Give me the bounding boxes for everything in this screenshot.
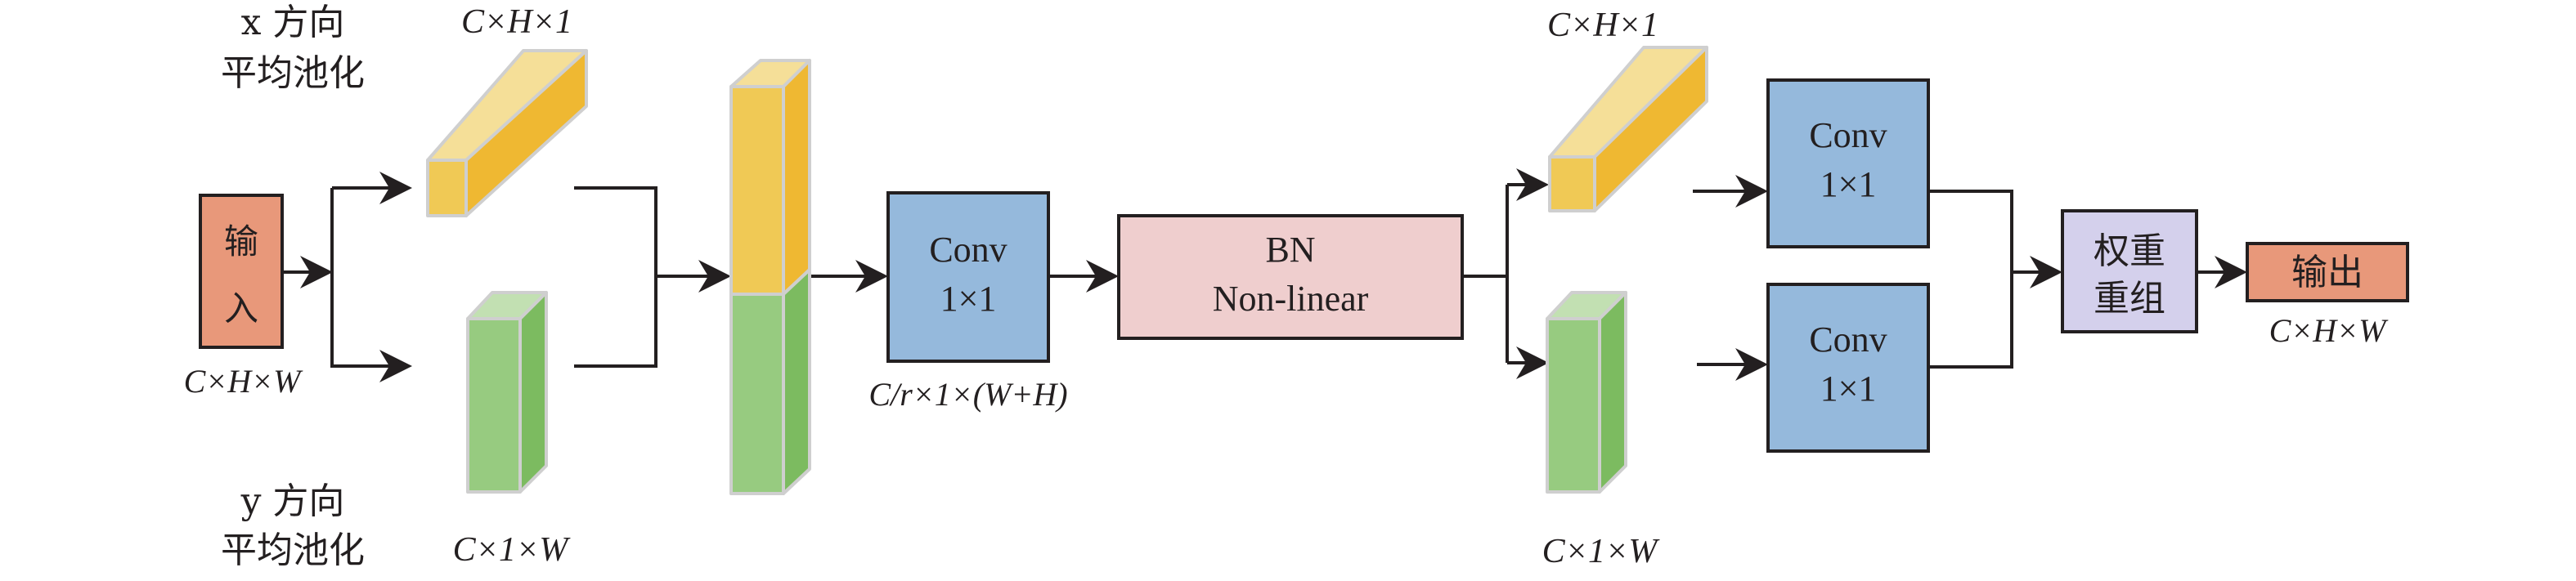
merge-line — [574, 186, 657, 368]
split-bottom-tensor — [1546, 291, 1627, 494]
reweight-box — [2061, 209, 2198, 333]
ypool-label-1: y 方向 — [240, 480, 345, 522]
conv1-block: Conv 1×1 C/r×1×(W+H) — [868, 191, 1068, 413]
input-shape: C×H×W — [184, 363, 304, 400]
conv-bottom-label-1: Conv — [1809, 320, 1887, 360]
split-bottom-front — [1546, 317, 1601, 494]
conv-top-box — [1766, 78, 1930, 248]
concat-side-yellow — [782, 59, 811, 296]
bn-box — [1117, 214, 1464, 340]
conv1-label-1: Conv — [929, 230, 1007, 270]
ypool-front — [466, 317, 522, 494]
merge-line-2 — [1928, 190, 2013, 369]
concat-side-green — [782, 268, 811, 495]
bn-label-1: BN — [1265, 230, 1315, 270]
ypool-label-2: 平均池化 — [221, 530, 365, 571]
conv-top-label-2: 1×1 — [1820, 164, 1877, 204]
output-label: 输出 — [2291, 252, 2363, 293]
input-block: 输 入 C×H×W — [184, 194, 304, 400]
concat-front-green — [729, 293, 785, 495]
split-top-front — [1548, 155, 1596, 212]
input-label-1: 输 — [224, 221, 258, 261]
conv-top-label-1: Conv — [1809, 115, 1887, 155]
bn-block: BN Non-linear — [1117, 214, 1464, 340]
concat-front-yellow — [729, 85, 785, 296]
split-top-tensor — [1548, 46, 1708, 212]
ypool-tensor — [466, 291, 548, 494]
conv1-box — [886, 191, 1050, 363]
conv-bottom-label-2: 1×1 — [1820, 369, 1877, 409]
output-block: 输出 C×H×W — [2246, 242, 2409, 349]
split-top-shape: C×H×1 — [1547, 7, 1658, 44]
split-bottom-side — [1598, 291, 1627, 494]
reweight-block: 权重 重组 — [2061, 209, 2198, 333]
conv1-shape: C/r×1×(W+H) — [868, 376, 1067, 413]
concat-tensor — [729, 59, 811, 495]
conv-bottom-box — [1766, 283, 1930, 453]
ypool-side — [518, 291, 548, 494]
output-shape: C×H×W — [2269, 312, 2390, 349]
conv-top-block: Conv 1×1 — [1766, 78, 1930, 248]
ypool-shape: C×1×W — [453, 531, 572, 569]
reweight-label-1: 权重 — [2094, 230, 2165, 272]
xpool-front — [426, 159, 468, 217]
xpool-label-2: 平均池化 — [221, 52, 365, 94]
reweight-label-2: 重组 — [2094, 278, 2165, 320]
bn-label-2: Non-linear — [1213, 279, 1369, 319]
xpool-shape: C×H×1 — [461, 3, 572, 41]
xpool-tensor — [426, 49, 588, 217]
input-box — [199, 194, 284, 349]
input-label-2: 入 — [224, 288, 258, 328]
conv-bottom-block: Conv 1×1 — [1766, 283, 1930, 453]
split-bottom-shape: C×1×W — [1542, 533, 1661, 570]
output-box — [2246, 242, 2409, 302]
xpool-label-1: x 方向 — [241, 2, 345, 43]
conv1-label-2: 1×1 — [940, 279, 997, 319]
